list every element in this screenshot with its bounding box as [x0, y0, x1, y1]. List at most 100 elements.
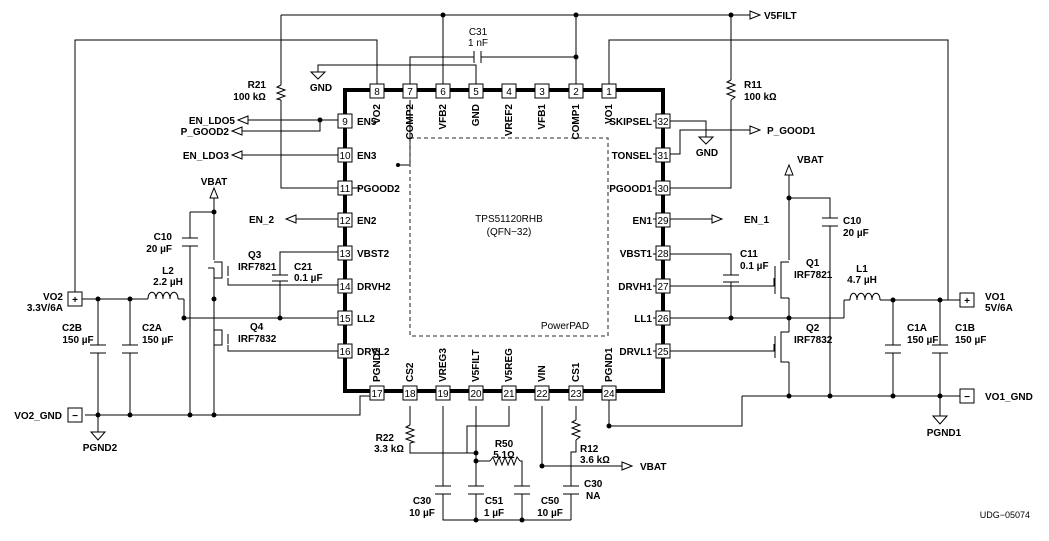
pin-number: 2 — [573, 87, 579, 98]
q4-mosfet: Q4 IRF7832 — [214, 322, 277, 346]
pin-label: LL2 — [357, 314, 375, 325]
pin-label: DRVH2 — [357, 282, 391, 293]
pin-label: VIN — [537, 365, 548, 382]
c2a-value: 150 µF — [142, 335, 173, 346]
r50-ref: R50 — [495, 439, 514, 450]
pin-label: LL1 — [634, 314, 652, 325]
c30-na-ref: C30 — [584, 479, 603, 490]
pin-number: 16 — [339, 347, 351, 358]
c51-capacitor: C51 1 µF — [468, 485, 504, 519]
pin-label: PGOOD2 — [357, 184, 400, 195]
c1a-capacitor: C1A 150 µF — [885, 323, 938, 354]
pin-number: 15 — [339, 314, 351, 325]
ic-package-label: (QFN−32) — [487, 227, 532, 238]
vo2-gnd-label: VO2_GND — [14, 411, 62, 422]
pin-label: PGND1 — [604, 347, 615, 382]
p-good1-signal: P_GOOD1 — [749, 125, 816, 137]
pin-label: VBST1 — [620, 249, 653, 260]
c30-ref: C30 — [413, 496, 432, 507]
pins-bottom: 17PGND218CS219VREG320V5FILT21V5REG22VIN2… — [369, 347, 617, 401]
q2-value: IRF7832 — [794, 335, 833, 346]
c21-value: 0.1 µF — [294, 273, 323, 284]
pin-label: DRVH1 — [618, 282, 652, 293]
c30-value: 10 µF — [409, 508, 435, 519]
pin-number: 29 — [657, 216, 669, 227]
v5filt-label: V5FILT — [764, 11, 797, 22]
pin-label: PGND2 — [372, 347, 383, 382]
pin-label: DRVL2 — [357, 347, 390, 358]
vo2-minus: − — [72, 411, 78, 422]
en-1-label: EN_1 — [744, 215, 769, 226]
c10-left-capacitor: C10 20 µF — [146, 232, 198, 255]
pin-label: COMP1 — [571, 104, 582, 140]
powerpad-label: PowerPAD — [541, 321, 589, 332]
pin-number: 20 — [470, 389, 482, 400]
pin-number: 10 — [339, 151, 351, 162]
pin-label: VREF2 — [504, 104, 515, 137]
l2-value: 2.2 µH — [153, 277, 183, 288]
pin-label: VO1 — [604, 104, 615, 124]
c2b-ref: C2B — [62, 323, 82, 334]
vo2-label: VO2 — [43, 292, 63, 303]
pin-label: EN5 — [357, 117, 377, 128]
c2b-value: 150 µF — [62, 335, 93, 346]
q1-value: IRF7821 — [794, 270, 833, 281]
c51-ref: C51 — [485, 496, 504, 507]
c1b-capacitor: C1B 150 µF — [932, 323, 986, 354]
pgnd2-ground: PGND2 — [83, 431, 118, 454]
vbat-left: VBAT — [201, 177, 227, 199]
vo1-label: VO1 — [985, 292, 1005, 303]
r50-value: 5.1Ω — [493, 450, 515, 461]
pin-number: 22 — [536, 389, 548, 400]
pin-14: 14 DRVH2 — [337, 278, 391, 294]
en-ldo3-signal: EN_LDO3 — [183, 150, 243, 162]
pgnd2-label: PGND2 — [83, 443, 118, 454]
vbat-right-label: VBAT — [797, 155, 823, 166]
r22-ref: R22 — [376, 433, 395, 444]
q1-ref: Q1 — [806, 258, 820, 269]
pins-right: 32SKIPSEL31TONSEL30PGOOD129EN128VBST127D… — [609, 113, 671, 359]
pin-label: VBST2 — [357, 249, 390, 260]
vbat-bottom: VBAT — [621, 461, 666, 473]
vo2-gnd-terminal: − VO2_GND — [14, 407, 83, 423]
c11-value: 0.1 µF — [740, 261, 769, 272]
en-ldo3-label: EN_LDO3 — [183, 151, 230, 162]
pin-label: V5REG — [504, 348, 515, 382]
pgnd1-label: PGND1 — [927, 428, 962, 439]
c21-ref: C21 — [294, 262, 313, 273]
l1-ref: L1 — [856, 264, 868, 275]
r22-value: 3.3 kΩ — [374, 444, 404, 455]
en-1-signal: EN_1 — [711, 214, 769, 226]
r11-ref: R11 — [744, 80, 762, 91]
c30-na-capacitor: C30 NA — [563, 479, 603, 502]
pin-number: 30 — [657, 184, 669, 195]
pin-number: 11 — [340, 184, 351, 195]
pin-number: 13 — [339, 249, 351, 260]
ic-package: TPS51120RHB (QFN−32) PowerPAD 8VO27COMP2… — [337, 83, 671, 401]
drawing-id: UDG−05074 — [980, 510, 1030, 520]
c31-value: 1 nF — [468, 38, 488, 49]
r12-value: 3.6 kΩ — [580, 455, 610, 466]
pin-label: SKIPSEL — [609, 117, 652, 128]
pin-15: 15 LL2 — [337, 310, 375, 326]
c10-right-value: 20 µF — [843, 228, 869, 239]
junctions — [95, 12, 943, 523]
pin-22: 22 VIN — [534, 365, 550, 401]
c2a-ref: C2A — [142, 323, 162, 334]
pin-number: 14 — [339, 282, 351, 293]
r21-ref: R21 — [248, 80, 267, 91]
gnd-top: GND — [309, 71, 332, 94]
